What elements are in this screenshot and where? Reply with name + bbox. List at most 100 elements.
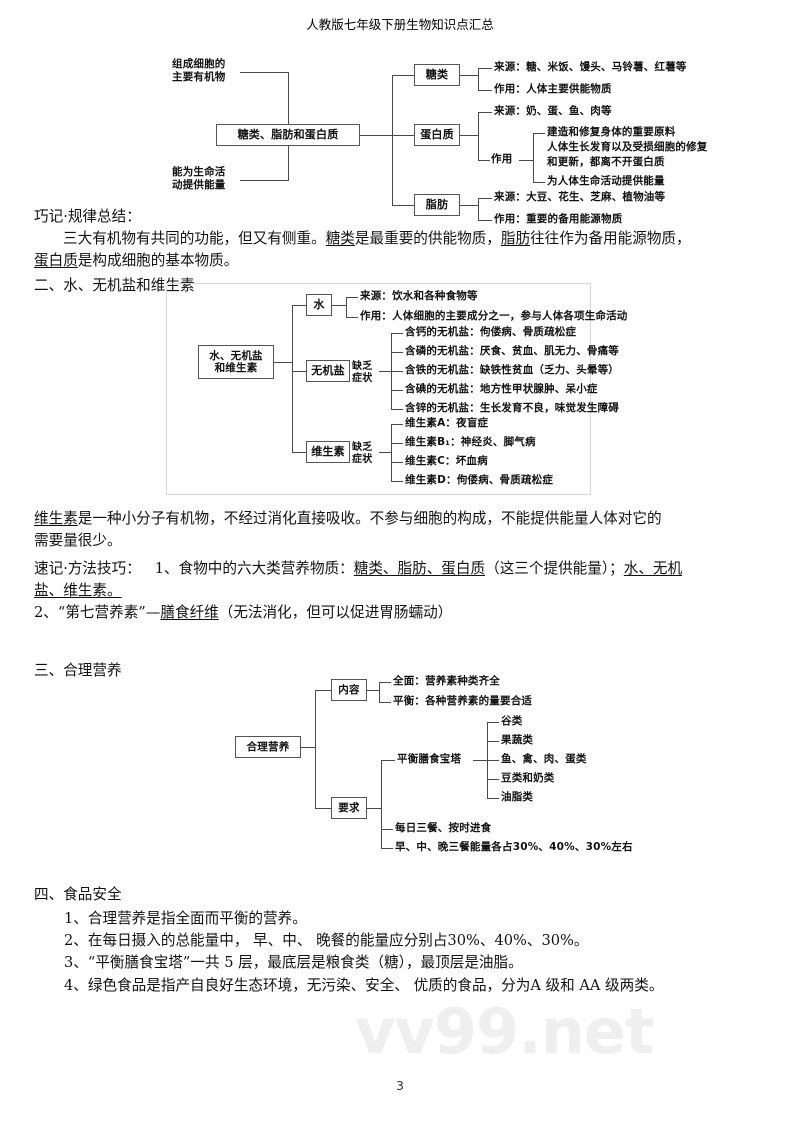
protein-effect-2: 人体生长发育以及受损细胞的修复 xyxy=(547,141,708,153)
mineral-item-4: 含碘的无机盐：地方性甲状腺肿、呆小症 xyxy=(405,383,598,395)
para1-text-b: 是最重要的供能物质， xyxy=(354,230,501,248)
node-vitamins: 维生素 xyxy=(306,441,350,463)
root-line-1: 水、无机盐 xyxy=(209,349,263,362)
label-line: 动提供能量 xyxy=(172,178,226,191)
diagram-water-minerals-vitamins: 水、无机盐 和维生素 水 来源：饮水和各种食物等 作用：人体细胞的主要成分之一，… xyxy=(0,283,800,498)
node-root-organic: 糖类、脂肪和蛋白质 xyxy=(216,124,360,146)
section3-heading: 三、合理营养 xyxy=(34,662,122,679)
para1-text-a: 三大有机物有共同的功能，但又有侧重。 xyxy=(63,230,326,248)
label-line: 缺乏 xyxy=(352,361,373,372)
para2-line2: 需要量很少。 xyxy=(34,532,122,550)
pagoda-item-5: 油脂类 xyxy=(501,791,534,803)
para3-text-c: 2、“第七营养素”— xyxy=(34,604,161,622)
pagoda-label: 平衡膳食宝塔 xyxy=(397,753,462,765)
para1-underline-protein: 蛋白质 xyxy=(34,252,78,270)
diagram2-frame xyxy=(166,283,591,495)
mineral-item-5: 含锌的无机盐：生长发育不良，味觉发生障碍 xyxy=(405,402,619,414)
water-source: 来源：饮水和各种食物等 xyxy=(360,290,478,302)
vitamin-item-1: 维生素A：夜盲症 xyxy=(405,417,489,429)
vitamins-deficiency-label: 缺乏 症状 xyxy=(352,442,372,466)
protein-source: 来源：奶、蛋、鱼、肉等 xyxy=(494,105,612,117)
para3-line1: 速记·方法技巧： 1、食物中的六大类营养物质：糖类、脂肪、蛋白质（这三个提供能量… xyxy=(34,558,774,580)
para3-text-b: （这三个提供能量）； xyxy=(485,560,624,577)
protein-effect-2b: 和更新，都离不开蛋白质 xyxy=(547,156,665,168)
vitamin-item-3: 维生素C：坏血病 xyxy=(405,455,488,467)
node-fat: 脂肪 xyxy=(414,194,460,216)
para1-title: 巧记·规律总结： xyxy=(34,208,141,225)
para3-underline-1: 糖类、脂肪、蛋白质 xyxy=(353,560,486,577)
para1-text-c: 往往作为备用能源物质， xyxy=(530,230,691,248)
label-line: 组成细胞的 xyxy=(172,58,226,70)
vitamin-item-2: 维生素B₁：神经炎、脚气病 xyxy=(405,436,536,448)
protein-effect-3: 为人体生命活动提供能量 xyxy=(547,175,665,187)
node-minerals: 无机盐 xyxy=(306,360,350,382)
label-main-organic-matter: 组成细胞的 主要有机物 xyxy=(172,58,226,84)
section4-heading: 四、食品安全 xyxy=(34,886,122,903)
carb-function: 作用：人体主要供能物质 xyxy=(494,83,612,95)
paragraph-quick-tips: 速记·方法技巧： 1、食物中的六大类营养物质：糖类、脂肪、蛋白质（这三个提供能量… xyxy=(34,558,774,625)
pagoda-item-2: 果蔬类 xyxy=(501,734,534,746)
node-requirement: 要求 xyxy=(331,797,367,819)
para1-underline-carb: 糖类 xyxy=(325,230,355,248)
node-carbohydrate: 糖类 xyxy=(414,64,460,86)
page-header: 人教版七年级下册生物知识点汇总 xyxy=(306,17,494,32)
node-root-water-minerals-vitamins: 水、无机盐 和维生素 xyxy=(198,345,274,379)
section4-list: 1、合理营养是指全面而平衡的营养。 2、在每日摄入的总能量中， 早、中、 晚餐的… xyxy=(64,908,779,997)
para1-text-d: 是构成细胞的基本物质。 xyxy=(77,252,239,270)
pagoda-item-3: 鱼、禽、肉、蛋类 xyxy=(501,753,587,765)
label-line: 症状 xyxy=(352,454,373,466)
node-water: 水 xyxy=(306,294,332,316)
node-content: 内容 xyxy=(331,679,367,701)
list-item: 3、“平衡膳食宝塔”一共 5 层，最底层是粮食类（糖），最顶层是油脂。 xyxy=(64,954,523,972)
list-item: 1、合理营养是指全面而平衡的营养。 xyxy=(64,910,307,927)
requirement-other-2: 早、中、晚三餐能量各占30%、40%、30%左右 xyxy=(395,841,633,853)
paragraph-vitamin-note: 维生素是一种小分子有机物，不经过消化直接吸收。不参与细胞的构成，不能提供能量人体… xyxy=(34,508,774,552)
pagoda-item-4: 豆类和奶类 xyxy=(501,772,555,784)
carb-source: 来源：糖、米饭、馒头、马铃薯、红薯等 xyxy=(494,61,687,73)
label-line: 缺乏 xyxy=(352,442,373,453)
mineral-item-2: 含磷的无机盐：厌食、贫血、肌无力、骨痛等 xyxy=(405,345,619,357)
para3-line2: 盐、维生素。 xyxy=(34,580,774,602)
para3-text-d: （无法消化，但可以促进胃肠蠕动） xyxy=(218,604,453,622)
para3-line3: 2、“第七营养素”—膳食纤维（无法消化，但可以促进胃肠蠕动） xyxy=(34,602,774,624)
label-line: 主要有机物 xyxy=(172,70,226,83)
label-line: 症状 xyxy=(352,373,373,385)
paragraph-mnemonic-summary: 巧记·规律总结： 三大有机物有共同的功能，但又有侧重。糖类是最重要的供能物质，脂… xyxy=(34,206,772,273)
fat-source: 来源：大豆、花生、芝麻、植物油等 xyxy=(494,191,666,203)
label-provides-energy: 能为生命活 动提供能量 xyxy=(172,166,226,192)
protein-effect-1: 建造和修复身体的重要原料 xyxy=(547,126,676,138)
section2-heading: 二、水、无机盐和维生素 xyxy=(34,277,195,294)
para3-text-a: 1、食物中的六大类营养物质： xyxy=(154,560,354,577)
para1-line2: 蛋白质是构成细胞的基本物质。 xyxy=(34,250,772,272)
list-item: 4、绿色食品是指产自良好生态环境，无污染、安全、 优质的食品，分为A 级和 AA… xyxy=(64,976,664,994)
fat-function: 作用：重要的备用能源物质 xyxy=(494,213,623,225)
minerals-deficiency-label: 缺乏 症状 xyxy=(352,361,372,385)
content-item-1: 全面：营养素种类齐全 xyxy=(393,675,500,687)
pagoda-item-1: 谷类 xyxy=(501,715,523,727)
watermark: vv99.net xyxy=(355,995,654,1068)
label-line: 能为生命活 xyxy=(172,166,226,178)
para2-text: 是一种小分子有机物，不经过消化直接吸收。不参与细胞的构成，不能提供能量人体对它的 xyxy=(77,510,662,527)
mineral-item-3: 含铁的无机盐：缺铁性贫血（乏力、头晕等） xyxy=(405,364,619,376)
para3-prefix: 速记·方法技巧： xyxy=(34,560,141,577)
para3-underline-fiber: 膳食纤维 xyxy=(160,604,219,622)
node-protein: 蛋白质 xyxy=(414,124,460,146)
list-item: 2、在每日摄入的总能量中， 早、中、 晚餐的能量应分别占30%、40%、30%。 xyxy=(64,932,589,950)
protein-function-label: 作用 xyxy=(491,153,513,165)
diagram-balanced-nutrition: 合理营养 内容 全面：营养素种类齐全 平衡：各种营养素的量要合适 要求 平衡膳食… xyxy=(0,675,800,866)
diagram-organic-compounds: 组成细胞的 主要有机物 能为生命活 动提供能量 糖类、脂肪和蛋白质 糖类 来源：… xyxy=(0,28,800,225)
para3-underline-2: 水、无机 xyxy=(623,560,683,577)
para1-line1: 三大有机物有共同的功能，但又有侧重。糖类是最重要的供能物质，脂肪往往作为备用能源… xyxy=(34,228,772,250)
vitamin-item-4: 维生素D：佝偻病、骨质疏松症 xyxy=(405,474,554,486)
mineral-item-1: 含钙的无机盐：佝偻病、骨质疏松症 xyxy=(405,326,577,338)
content-item-2: 平衡：各种营养素的量要合适 xyxy=(393,695,533,707)
requirement-other-1: 每日三餐、按时进食 xyxy=(395,822,492,834)
para1-underline-fat: 脂肪 xyxy=(500,230,531,248)
para3-underline-3: 盐、维生素。 xyxy=(34,582,122,600)
root-line-2: 和维生素 xyxy=(214,362,258,374)
water-function: 作用：人体细胞的主要成分之一，参与人体各项生命活动 xyxy=(360,310,628,322)
para2-underline-vitamin: 维生素 xyxy=(34,510,78,527)
node-root-balanced-nutrition: 合理营养 xyxy=(235,736,301,758)
page-number: 3 xyxy=(396,1078,404,1093)
